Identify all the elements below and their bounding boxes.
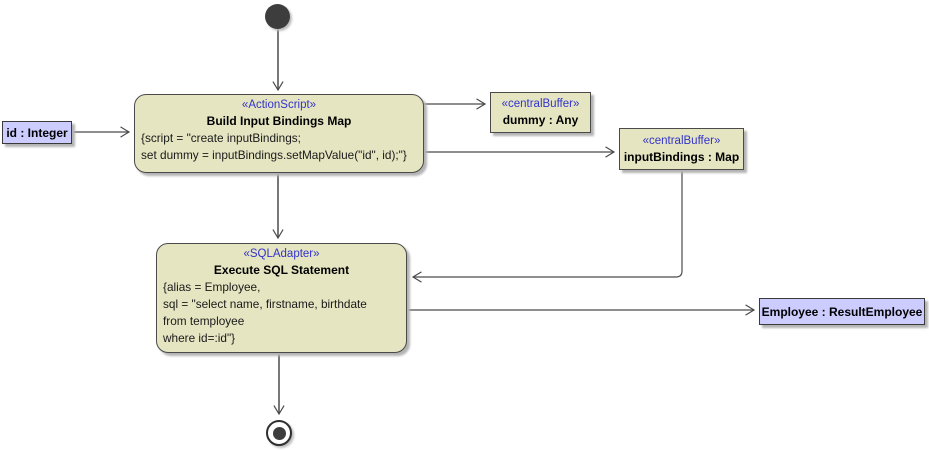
- action-name: Build Input Bindings Map: [206, 114, 352, 128]
- initial-node[interactable]: [265, 4, 290, 29]
- action-body-line: where id=:id"}: [163, 331, 236, 345]
- buffer-label: dummy : Any: [502, 113, 579, 127]
- action-name: Execute SQL Statement: [213, 263, 350, 277]
- buffer-label: inputBindings : Map: [623, 149, 740, 164]
- stereotype-label: «centralBuffer»: [501, 98, 580, 110]
- object-node-employee-resultemployee[interactable]: Employee : ResultEmployee: [759, 298, 925, 325]
- action-node-build-input-bindings-map[interactable]: «ActionScript» Build Input Bindings Map …: [134, 94, 424, 173]
- action-node-execute-sql-statement[interactable]: «SQLAdapter» Execute SQL Statement {alia…: [156, 243, 407, 353]
- activity-final-node-dot: [272, 426, 286, 440]
- stereotype-label: «centralBuffer»: [642, 134, 721, 147]
- action-body-line: {alias = Employee,: [163, 280, 261, 294]
- object-node-id-integer[interactable]: id : Integer: [2, 121, 72, 144]
- action-body-line: set dummy = inputBindings.setMapValue("i…: [141, 148, 407, 162]
- central-buffer-inputbindings-map[interactable]: «centralBuffer» inputBindings : Map: [619, 128, 744, 170]
- stereotype-label: «SQLAdapter»: [243, 248, 320, 260]
- action-body-line: from temployee: [163, 314, 245, 328]
- action-body-line: sql = "select name, firstname, birthdate: [163, 297, 367, 311]
- central-buffer-dummy-any[interactable]: «centralBuffer» dummy : Any: [490, 92, 591, 133]
- object-label: id : Integer: [6, 125, 68, 140]
- object-label: Employee : ResultEmployee: [761, 304, 923, 319]
- stereotype-label: «ActionScript»: [241, 99, 317, 111]
- edge-inputbindings-to-sql: [411, 171, 683, 283]
- action-body-line: {script = "create inputBindings;: [141, 131, 301, 145]
- activity-final-node[interactable]: [266, 420, 292, 446]
